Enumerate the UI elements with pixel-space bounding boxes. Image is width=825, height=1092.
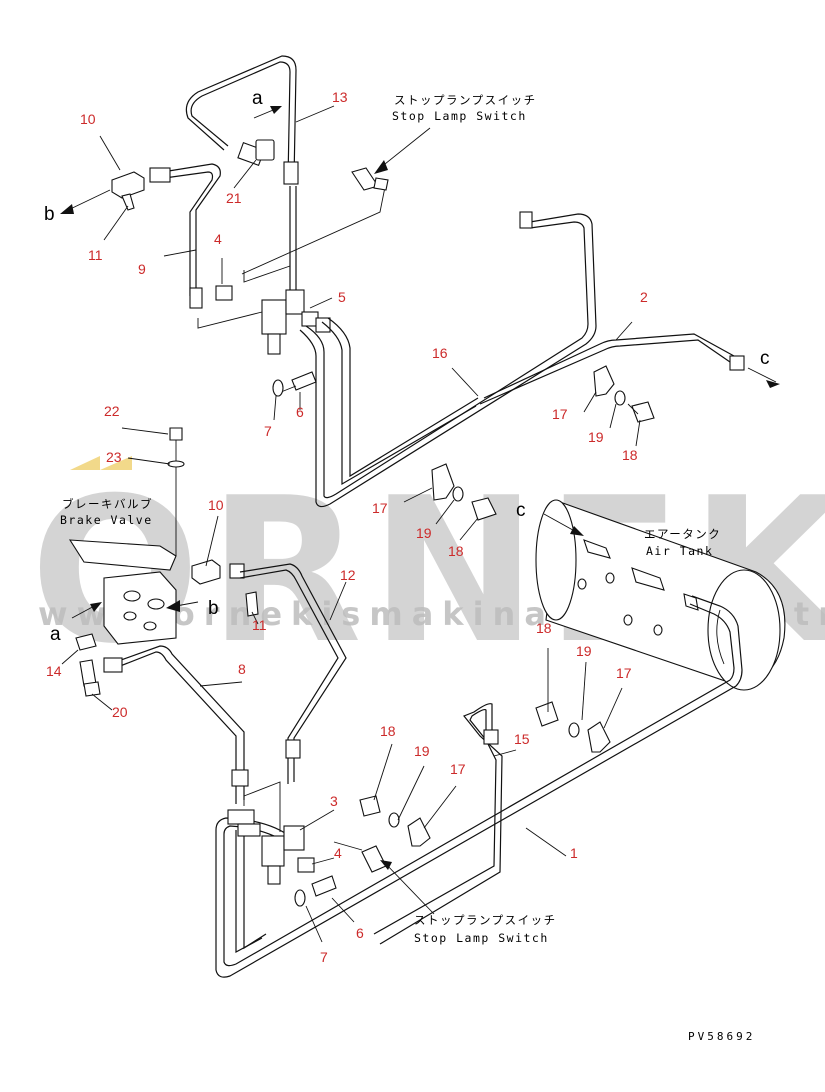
text-labels: ストップランプスイッチ Stop Lamp Switch ブレーキバルブ Bra… <box>60 93 755 1043</box>
stop-lamp-switch-jp-bottom: ストップランプスイッチ <box>414 913 557 927</box>
callout-6-top: 6 <box>296 404 304 420</box>
pipe-8 <box>109 645 245 800</box>
callout-4-bottom: 4 <box>334 845 342 861</box>
air-tank <box>535 499 786 691</box>
callout-6-bottom: 6 <box>356 925 364 941</box>
pipes-16-2 <box>299 211 780 508</box>
callout-19-lower-right: 19 <box>576 643 592 659</box>
callout-4-top: 4 <box>214 231 222 247</box>
callout-8: 8 <box>238 661 246 677</box>
callout-22: 22 <box>104 403 120 419</box>
arrow-letters: a b c c a b <box>44 88 770 645</box>
drawing-code: PV58692 <box>688 1030 755 1043</box>
callout-10-top: 10 <box>80 111 96 127</box>
lower-valve-assembly <box>227 781 435 915</box>
arrow-letter-b-top: b <box>44 204 55 225</box>
watermark-accent-left <box>70 456 100 470</box>
callout-18-upper: 18 <box>622 447 638 463</box>
callout-17-lower: 17 <box>450 761 466 777</box>
callout-5: 5 <box>338 289 346 305</box>
clamp-set-middle <box>431 463 497 521</box>
callout-10-middle: 10 <box>208 497 224 513</box>
clamp-set-upper <box>593 365 655 423</box>
callout-18-lower: 18 <box>380 723 396 739</box>
callout-2: 2 <box>640 289 648 305</box>
callout-12: 12 <box>340 567 356 583</box>
pipe-13 <box>190 61 291 181</box>
callout-11-top: 11 <box>88 247 103 263</box>
callout-17-middle: 17 <box>372 500 388 516</box>
arrow-letter-a-valve: a <box>50 624 61 645</box>
callout-20: 20 <box>112 704 128 720</box>
watermark-accent-right <box>100 456 132 470</box>
arrow-letter-c-tank: c <box>516 500 526 521</box>
callout-23: 23 <box>106 449 122 465</box>
brake-valve-jp: ブレーキバルブ <box>62 497 153 511</box>
callout-13: 13 <box>332 89 348 105</box>
leader-lines <box>61 105 641 943</box>
callout-21: 21 <box>226 190 242 206</box>
stop-lamp-switch-top <box>351 127 431 191</box>
pipe-16 <box>299 213 597 508</box>
callout-19-upper: 19 <box>588 429 604 445</box>
brake-valve-en: Brake Valve <box>60 513 153 527</box>
callout-17-lower-right: 17 <box>616 665 632 681</box>
clamp-set-lower <box>359 701 611 847</box>
callout-18-middle: 18 <box>448 543 464 559</box>
callout-7-top: 7 <box>264 423 272 439</box>
stop-lamp-switch-jp-top: ストップランプスイッチ <box>394 93 537 107</box>
callout-9: 9 <box>138 261 146 277</box>
callout-1: 1 <box>570 845 578 861</box>
top-assembly <box>111 55 387 397</box>
stop-lamp-switch-en-bottom: Stop Lamp Switch <box>414 931 549 945</box>
arrow-letter-b-valve: b <box>208 598 219 619</box>
air-tank-jp: エアータンク <box>644 527 721 541</box>
callout-15: 15 <box>514 731 530 747</box>
part-callouts: 13 10 21 11 9 4 5 2 16 6 7 17 19 18 22 2… <box>46 89 648 965</box>
callout-14: 14 <box>46 663 62 679</box>
stop-lamp-switch-en-top: Stop Lamp Switch <box>392 109 527 123</box>
callout-19-lower: 19 <box>414 743 430 759</box>
pipe-2 <box>479 339 731 405</box>
callout-11-middle: 11 <box>252 617 267 633</box>
callout-19-middle: 19 <box>416 525 432 541</box>
brake-valve-assembly <box>68 427 259 697</box>
arrow-letter-c-right: c <box>760 348 770 369</box>
callout-3: 3 <box>330 793 338 809</box>
lower-pipes <box>103 563 743 978</box>
callout-17-upper: 17 <box>552 406 568 422</box>
callout-16: 16 <box>432 345 448 361</box>
pipe-12 <box>239 563 347 782</box>
callout-7-bottom: 7 <box>320 949 328 965</box>
callout-18-lower-right: 18 <box>536 620 552 636</box>
arrow-letter-a-top: a <box>252 88 263 109</box>
air-tank-en: Air Tank <box>646 544 713 558</box>
